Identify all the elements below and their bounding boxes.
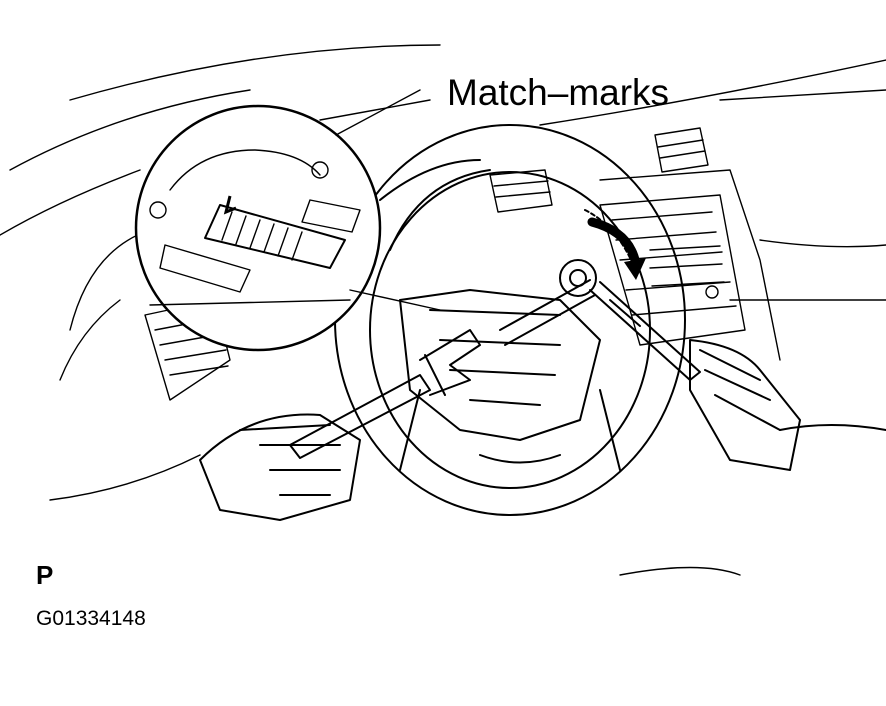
wrench-icon	[289, 329, 481, 459]
gloved-hands-icon	[199, 339, 886, 521]
audio-panel	[599, 194, 746, 346]
match-marks-callout: Match–marks	[447, 72, 670, 113]
dashboard-outline	[0, 44, 886, 576]
magnified-detail-circle-icon	[134, 89, 441, 352]
curved-arrow-icon	[587, 217, 646, 280]
socket-wrench-icon	[499, 259, 701, 381]
figure-code: G01334148	[36, 607, 146, 630]
view-letter: P	[36, 560, 54, 590]
steering-wheel-icon	[334, 124, 686, 516]
air-vent-center	[489, 169, 553, 213]
air-vent-right	[654, 127, 709, 173]
